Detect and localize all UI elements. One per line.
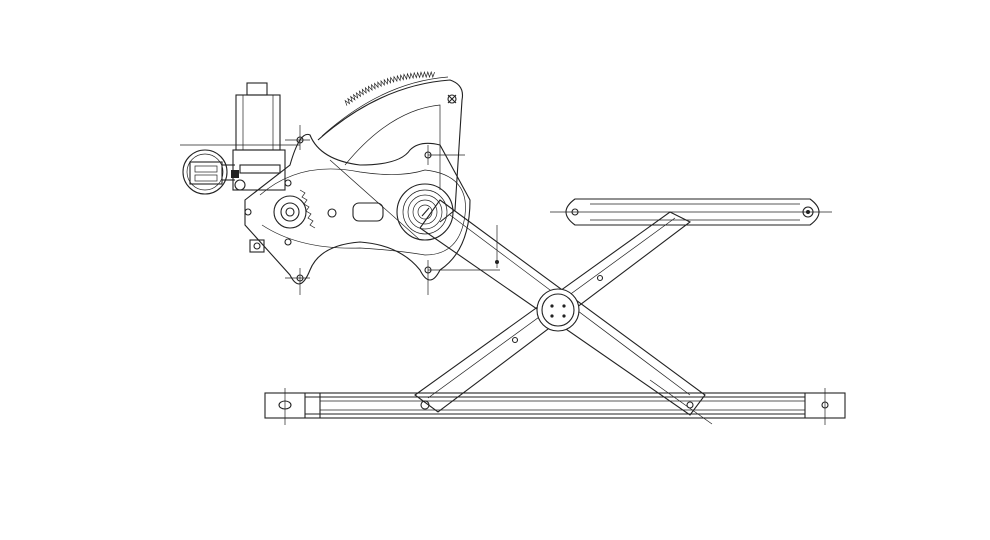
spiral-spring <box>396 183 499 268</box>
connector <box>182 149 235 195</box>
center-pivot <box>536 288 580 332</box>
gear-teeth <box>344 70 435 106</box>
bottom-rail <box>264 388 846 425</box>
sector-gear <box>317 76 464 241</box>
pinion-gear <box>273 179 316 246</box>
gear-tooth-profile <box>344 70 435 106</box>
base-plate <box>244 125 500 295</box>
top-rail <box>550 198 832 226</box>
motor <box>180 82 300 253</box>
